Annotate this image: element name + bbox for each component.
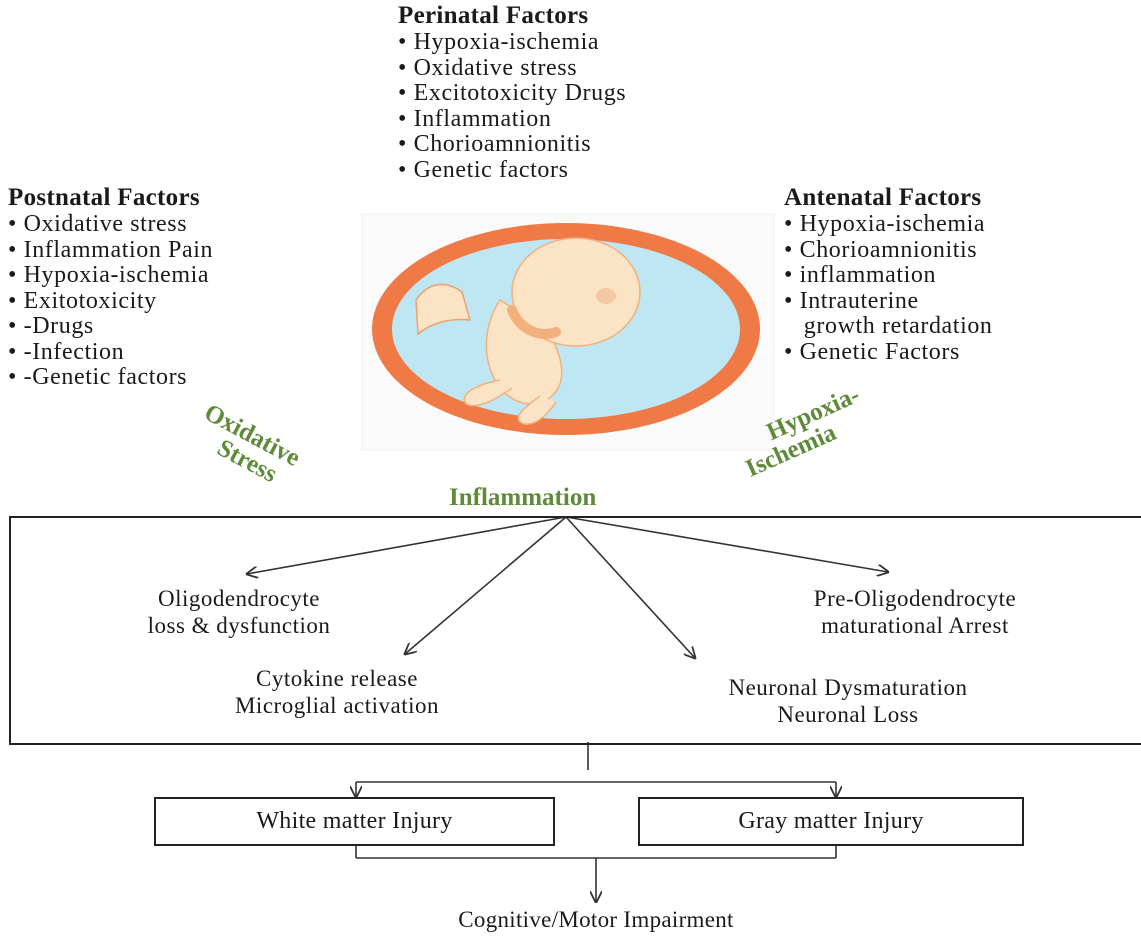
gray-matter-injury-box: Gray matter Injury bbox=[638, 797, 1024, 846]
list-item: • Genetic factors bbox=[398, 156, 569, 183]
list-item: • Oxidative stress bbox=[398, 54, 578, 81]
postnatal-factors-block: Postnatal Factors • Oxidative stress • I… bbox=[8, 184, 213, 391]
inflammation-effects-box bbox=[9, 516, 1141, 745]
postnatal-factors-title: Postnatal Factors bbox=[8, 184, 200, 211]
postnatal-factors-list: • Oxidative stress • Inflammation Pain •… bbox=[8, 211, 214, 391]
list-item: • Oxidative stress bbox=[8, 211, 188, 237]
list-item: • Excitotoxicity Drugs bbox=[398, 80, 627, 106]
cytokine-line2: Microglial activation bbox=[234, 693, 440, 718]
inflammation-label: Inflammation bbox=[449, 484, 597, 511]
list-item: • Chorioamnionitis bbox=[398, 131, 592, 157]
preoligodendrocyte-line2: maturational Arrest bbox=[821, 613, 1009, 638]
list-item: • Genetic Factors bbox=[784, 338, 960, 365]
list-item: • inflammation bbox=[784, 262, 937, 288]
perinatal-factors-list: • Hypoxia-ischemia • Oxidative stress • … bbox=[398, 29, 627, 183]
cognitive-motor-impairment-label: Cognitive/Motor Impairment bbox=[458, 907, 734, 932]
antenatal-factors-block: Antenatal Factors • Hypoxia-ischemia • C… bbox=[784, 184, 993, 365]
arrow-to-oligodendrocyte bbox=[247, 516, 567, 574]
neuronal-line1: Neuronal Dysmaturation bbox=[728, 675, 968, 700]
arrow-to-cytokine bbox=[405, 516, 567, 654]
perinatal-factors-title: Perinatal Factors bbox=[398, 2, 589, 29]
oligodendrocyte-effect: Oligodendrocyte loss & dysfunction bbox=[88, 585, 390, 639]
list-item: • Intrauterine bbox=[784, 287, 919, 314]
list-item: • Chorioamnionitis bbox=[784, 236, 978, 263]
preoligodendrocyte-line1: Pre-Oligodendrocyte bbox=[813, 586, 1017, 611]
oligodendrocyte-line1: Oligodendrocyte bbox=[157, 586, 321, 611]
cytokine-line1: Cytokine release bbox=[256, 666, 418, 691]
oligodendrocyte-line2: loss & dysfunction bbox=[147, 613, 331, 638]
list-item: • Hypoxia-ischemia bbox=[784, 211, 986, 237]
perinatal-factors-block: Perinatal Factors • Hypoxia-ischemia • O… bbox=[398, 2, 626, 183]
gray-matter-injury-label: Gray matter Injury bbox=[738, 808, 924, 834]
cytokine-effect: Cytokine release Microglial activation bbox=[172, 665, 502, 719]
list-item: • Hypoxia-ischemia bbox=[8, 262, 210, 288]
preoligodendrocyte-effect: Pre-Oligodendrocyte maturational Arrest bbox=[734, 585, 1096, 639]
list-item: • Inflammation Pain bbox=[8, 236, 214, 263]
list-item: • Exitotoxicity bbox=[8, 287, 157, 314]
white-matter-injury-box: White matter Injury bbox=[154, 797, 555, 846]
antenatal-factors-list: • Hypoxia-ischemia • Chorioamnionitis • … bbox=[784, 211, 993, 365]
list-item: • Inflammation bbox=[398, 105, 552, 132]
list-item: • Hypoxia-ischemia bbox=[398, 29, 600, 55]
neuronal-effect: Neuronal Dysmaturation Neuronal Loss bbox=[636, 674, 1060, 728]
list-item: growth retardation bbox=[784, 313, 993, 339]
antenatal-factors-title: Antenatal Factors bbox=[784, 184, 982, 211]
neuronal-line2: Neuronal Loss bbox=[777, 702, 919, 727]
arrow-to-neuronal bbox=[565, 516, 695, 658]
arrow-to-preoligodendrocyte bbox=[565, 516, 888, 572]
list-item: • -Drugs bbox=[8, 313, 94, 339]
list-item: • -Infection bbox=[8, 338, 125, 365]
white-matter-injury-label: White matter Injury bbox=[256, 808, 453, 834]
list-item: • -Genetic factors bbox=[8, 364, 188, 390]
